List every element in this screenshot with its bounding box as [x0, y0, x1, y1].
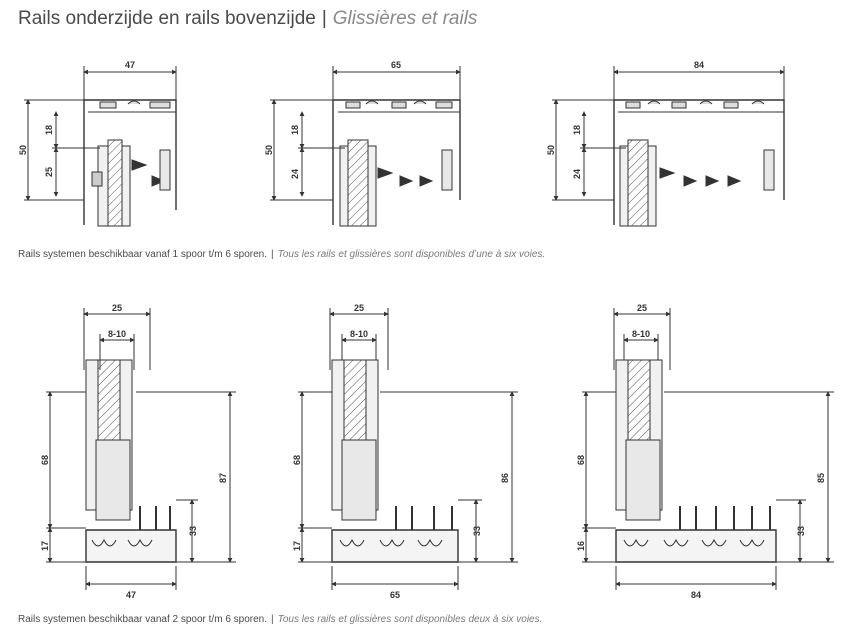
bottom-rail-drawing-1 — [46, 308, 236, 590]
top-rail-2-upper: 18 — [290, 125, 300, 135]
top-rail-2-lower: 24 — [290, 169, 300, 179]
bottom-rail-3-lower: 16 — [576, 541, 586, 551]
top-rail-3-height: 50 — [546, 145, 556, 155]
bottom-rail-2-top-width: 25 — [354, 303, 364, 313]
title-dutch: Rails onderzijde en rails bovenzijde — [18, 8, 316, 29]
bottom-rail-1-lower: 17 — [40, 541, 50, 551]
bottom-rail-3-gap: 8-10 — [632, 329, 650, 339]
title-separator: | — [321, 8, 327, 29]
bottom-rail-1-width: 47 — [126, 590, 136, 600]
top-rail-2-width: 65 — [391, 60, 401, 70]
bottom-rail-2-total: 86 — [500, 473, 510, 483]
bottom-rail-drawing-2 — [298, 308, 518, 590]
caption-bottom-dutch: Rails systemen beschikbaar vanaf 2 spoor… — [18, 614, 268, 625]
top-rail-1-width: 47 — [125, 60, 135, 70]
title-french: Glissières et rails — [332, 8, 478, 29]
top-rail-1-height: 50 — [18, 145, 28, 155]
bottom-rail-3-height: 68 — [576, 455, 586, 465]
bottom-rail-1-height: 68 — [40, 455, 50, 465]
caption-top: Rails systemen beschikbaar vanaf 1 spoor… — [18, 249, 545, 260]
caption-bottom-french: Tous les rails et glissières sont dispon… — [277, 614, 543, 625]
bottom-rail-1-total: 87 — [218, 473, 228, 483]
bottom-rail-2-lower: 17 — [292, 541, 302, 551]
bottom-rail-3-rail: 33 — [796, 526, 806, 536]
bottom-rail-3-top-width: 25 — [637, 303, 647, 313]
top-rail-3-upper: 18 — [572, 125, 582, 135]
caption-bottom: Rails systemen beschikbaar vanaf 2 spoor… — [18, 614, 542, 625]
top-rail-1-upper: 18 — [44, 125, 54, 135]
bottom-rail-1-rail: 33 — [188, 526, 198, 536]
caption-bottom-separator: | — [271, 614, 274, 625]
top-rail-3-lower: 24 — [572, 169, 582, 179]
bottom-rail-2-gap: 8-10 — [350, 329, 368, 339]
bottom-rail-drawing-3 — [582, 308, 834, 590]
caption-top-dutch: Rails systemen beschikbaar vanaf 1 spoor… — [18, 249, 268, 260]
caption-top-french: Tous les rails et glissières sont dispon… — [277, 249, 546, 260]
bottom-rail-2-width: 65 — [390, 590, 400, 600]
top-rail-2-height: 50 — [264, 145, 274, 155]
top-rail-drawing-2 — [270, 66, 461, 227]
top-rail-drawing-3 — [552, 66, 785, 227]
bottom-rail-1-gap: 8-10 — [108, 329, 126, 339]
top-rail-1-lower: 25 — [44, 167, 54, 177]
bottom-rail-3-width: 84 — [691, 590, 701, 600]
page-title: Rails onderzijde en rails bovenzijde|Gli… — [18, 8, 477, 30]
bottom-rail-2-height: 68 — [292, 455, 302, 465]
caption-top-separator: | — [271, 249, 274, 260]
top-rail-3-width: 84 — [694, 60, 704, 70]
top-rail-drawing-1 — [24, 66, 177, 227]
bottom-rail-2-rail: 33 — [472, 526, 482, 536]
bottom-rail-3-total: 85 — [816, 473, 826, 483]
bottom-rail-1-top-width: 25 — [112, 303, 122, 313]
